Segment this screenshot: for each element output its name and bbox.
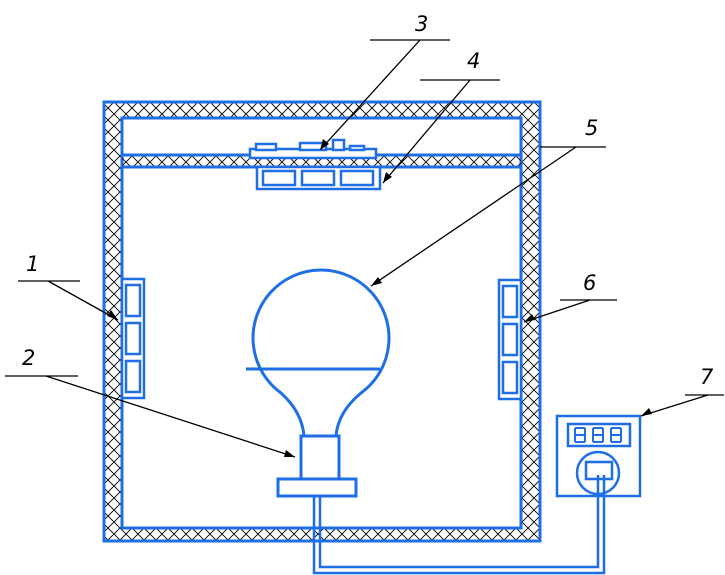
leader-line-3	[319, 39, 450, 151]
left-heater-strip	[120, 277, 146, 400]
control-board	[248, 138, 378, 160]
callout-2: 2	[22, 346, 35, 370]
leader-line-2	[5, 375, 296, 458]
callout-7: 7	[700, 365, 714, 389]
leader-lines	[5, 39, 724, 458]
leader-line-6	[523, 299, 617, 323]
leader-line-7	[640, 394, 724, 417]
top-heater-strip	[255, 165, 382, 191]
callout-4: 4	[467, 49, 480, 73]
flask-stand	[276, 434, 358, 498]
meter-digits-icon	[574, 427, 622, 443]
leader-arrowheads	[107, 139, 652, 457]
leader-line-4	[382, 79, 500, 184]
leader-line-1	[18, 280, 119, 321]
callout-3: 3	[415, 12, 428, 36]
callout-1: 1	[26, 252, 39, 276]
leader-line-5	[370, 146, 606, 287]
callout-5: 5	[585, 116, 598, 140]
callout-6: 6	[583, 271, 596, 295]
sensor-cable	[312, 475, 606, 575]
right-heater-strip	[497, 278, 523, 401]
